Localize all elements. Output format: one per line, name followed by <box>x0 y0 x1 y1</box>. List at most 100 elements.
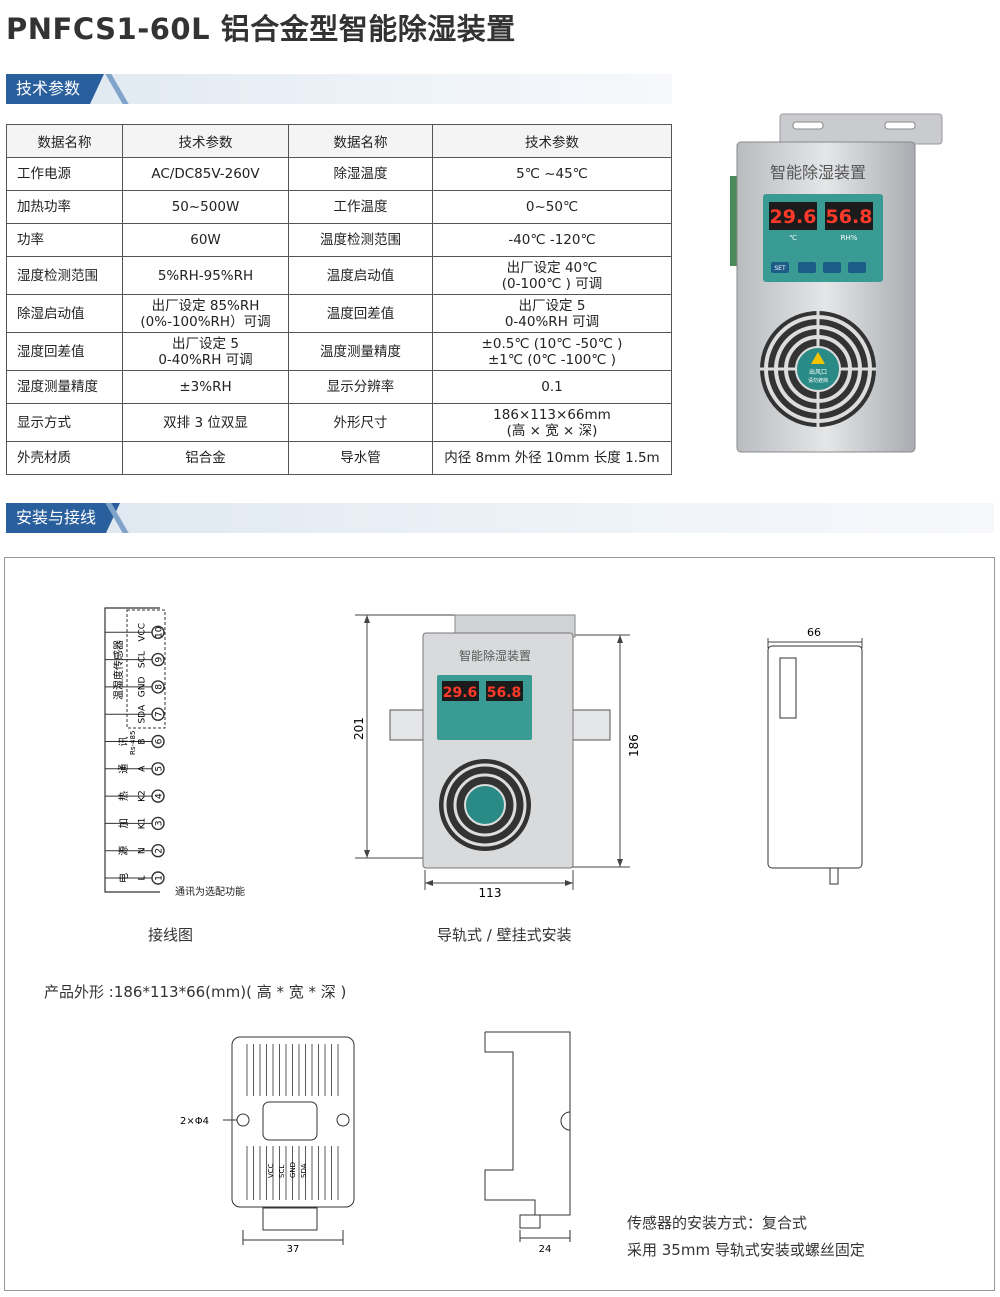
sensor-pin-label: VCC <box>267 1163 275 1178</box>
terminal-circle <box>151 789 165 803</box>
svg-text:请勿遮挡: 请勿遮挡 <box>808 377 828 384</box>
terminal-number: 10 <box>155 626 165 638</box>
table-cell: 加热功率 <box>6 190 123 224</box>
table-cell: 内径 8mm 外径 10mm 长度 1.5m <box>432 441 672 475</box>
dim-height-201: 201 <box>352 717 366 740</box>
terminal-number: 2 <box>155 848 165 854</box>
terminal-group: 讯 <box>118 737 130 747</box>
terminal-circle <box>151 680 165 694</box>
rs485-label: Rs-485 <box>129 731 137 755</box>
svg-text:56.8: 56.8 <box>487 685 522 701</box>
terminal-signal: K1 <box>138 818 148 830</box>
svg-text:智能除湿装置: 智能除湿装置 <box>459 648 531 663</box>
terminal-circle <box>151 734 165 749</box>
table-cell: 50~500W <box>122 190 289 224</box>
terminal-signal: GND <box>138 677 148 698</box>
table-row: 外壳材质铝合金导水管内径 8mm 外径 10mm 长度 1.5m <box>6 441 672 475</box>
terminal-number: 9 <box>155 656 165 662</box>
terminal-number: 1 <box>155 875 165 881</box>
sensor-group-label: 温湿度传感器 <box>112 640 125 700</box>
table-cell: 铝合金 <box>122 441 289 475</box>
table-cell: 工作温度 <box>288 190 433 224</box>
terminal-group: 源 <box>117 846 130 856</box>
svg-text:℃: ℃ <box>789 234 797 242</box>
terminal-signal: SCL <box>138 651 148 668</box>
install-diagram-frame <box>4 557 995 1291</box>
enter-key <box>848 262 866 273</box>
table-cell: 外壳材质 <box>6 441 123 475</box>
header-cell: 技术参数 <box>432 124 672 158</box>
terminal-group: 加 <box>118 818 130 828</box>
rh-display: 56.8 <box>826 206 873 228</box>
header-slash <box>105 74 129 104</box>
table-cell: 外形尺寸 <box>288 403 433 442</box>
table-cell: ±0.5℃ (10℃ -50℃ ) ±1℃ (0℃ -100℃ ) <box>432 332 672 371</box>
table-cell: 功率 <box>6 223 123 257</box>
wiring-caption: 接线图 <box>148 926 194 944</box>
table-row: 湿度回差值出厂设定 5 0-40%RH 可调温度测量精度±0.5℃ (10℃ -… <box>6 332 672 371</box>
table-cell: 0.1 <box>432 370 672 404</box>
table-cell: 60W <box>122 223 289 257</box>
device-photo: 智能除湿装置 29.6 56.8 ℃ RH% SET 出风口 请勿遮挡 <box>730 113 943 453</box>
terminal-number: 8 <box>155 684 165 690</box>
table-cell: ±3%RH <box>122 370 289 404</box>
dim-depth-66: 66 <box>807 626 821 639</box>
header-cell: 技术参数 <box>122 124 289 158</box>
section-tag: 安装与接线 <box>6 503 121 533</box>
dim-width-113: 113 <box>479 886 502 900</box>
outline-label: 产品外形 :186*113*66(mm)( 高 * 宽 * 深 ) <box>44 983 347 1001</box>
table-cell: 温度检测范围 <box>288 223 433 257</box>
warning-icon <box>811 352 825 364</box>
terminal-circle <box>151 762 165 776</box>
table-cell: 工作电源 <box>6 157 123 191</box>
table-cell: 除湿温度 <box>288 157 433 191</box>
table-cell: 湿度检测范围 <box>6 256 123 295</box>
table-cell: 186×113×66mm (高 × 宽 × 深) <box>432 403 672 442</box>
table-cell: 5℃ ~45℃ <box>432 157 672 191</box>
fan-icon <box>760 311 876 427</box>
table-cell: 显示分辨率 <box>288 370 433 404</box>
terminal-number: 3 <box>155 821 165 827</box>
table-cell: 湿度回差值 <box>6 332 123 371</box>
up-key <box>798 262 816 273</box>
mount-caption: 导轨式 / 壁挂式安装 <box>437 926 572 944</box>
terminal-group: 电 <box>117 873 130 883</box>
install-note-line: 传感器的安装方式：复合式 <box>627 1214 808 1232</box>
header-cell: 数据名称 <box>6 124 123 158</box>
terminal-block <box>730 176 737 266</box>
table-cell: 除湿启动值 <box>6 294 123 333</box>
terminal-circle <box>151 871 165 885</box>
mounting-hole-label: 2×Φ4 <box>180 1116 209 1127</box>
terminal-number: 4 <box>155 793 165 799</box>
svg-text:29.6: 29.6 <box>443 685 478 701</box>
terminal-signal: L <box>138 875 148 880</box>
side-view-diagram: 66 <box>767 626 863 885</box>
terminal-signal: VCC <box>138 623 148 642</box>
table-cell: 出厂设定 85%RH (0%-100%RH）可调 <box>122 294 289 333</box>
page-title: PNFCS1-60L 铝合金型智能除湿装置 <box>6 12 516 46</box>
terminal-group: 热 <box>117 791 130 801</box>
dim-rail-24: 24 <box>539 1244 552 1255</box>
down-key <box>823 262 841 273</box>
table-cell: 0~50℃ <box>432 190 672 224</box>
temp-display: 29.6 <box>770 206 817 228</box>
header-cell: 数据名称 <box>288 124 433 158</box>
mount-diagram: 201 186 智能除湿装置 29.6 56.8 113 <box>352 614 641 900</box>
table-cell: 温度回差值 <box>288 294 433 333</box>
terminal-number: 6 <box>155 738 165 744</box>
table-row: 除湿启动值出厂设定 85%RH (0%-100%RH）可调温度回差值出厂设定 5… <box>6 294 672 333</box>
table-cell: AC/DC85V-260V <box>122 157 289 191</box>
table-cell: 温度测量精度 <box>288 332 433 371</box>
table-header-row: 数据名称 技术参数 数据名称 技术参数 <box>6 124 672 158</box>
terminal-signal: B <box>138 738 148 744</box>
table-cell: 出厂设定 40℃ (0-100℃ ) 可调 <box>432 256 672 295</box>
dim-height-186: 186 <box>627 734 641 757</box>
svg-text:出风口: 出风口 <box>809 368 827 376</box>
terminal-circle <box>151 652 165 667</box>
